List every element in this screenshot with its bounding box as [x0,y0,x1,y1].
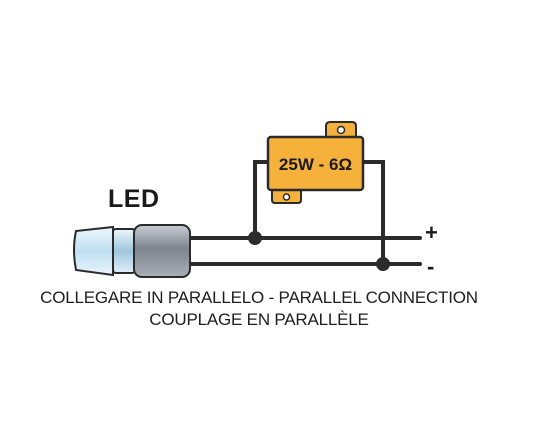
resistor-label: 25W - 6Ω [279,155,352,174]
led-label: LED [108,185,160,213]
caption-line-1: COLLEGARE IN PARALLELO - PARALLEL CONNEC… [40,288,478,307]
led-component [73,224,191,278]
resistor-mount-hole-top [336,125,346,135]
positive-terminal-label: + [425,220,438,245]
resistor-mount-hole-bottom [282,193,291,201]
resistor-right-lead [360,160,385,266]
negative-terminal-label: - [427,254,435,279]
resistor-body [266,135,365,192]
caption-line-2: COUPLAGE EN PARALLÈLE [149,310,369,329]
led-base [133,224,191,278]
resistor: 25W - 6Ω [266,121,365,204]
led-lens [73,225,114,277]
junction-positive [248,231,262,245]
led-collar [112,228,136,274]
resistor-left-lead [253,160,272,240]
junction-negative [376,257,390,271]
